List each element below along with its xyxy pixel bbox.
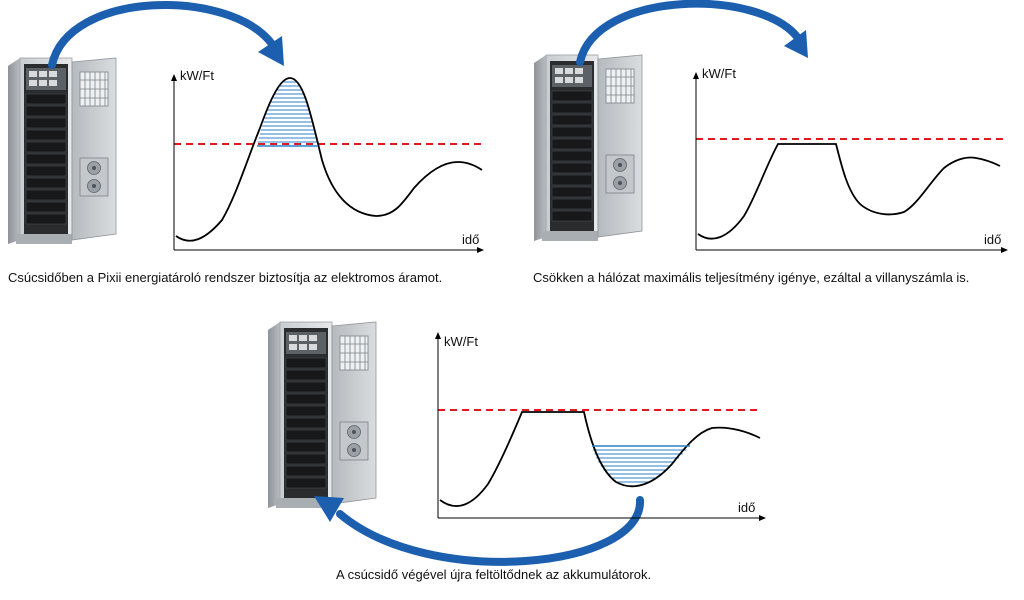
panel-1: kW/Ft idő xyxy=(7,1,485,253)
y-axis-label: kW/Ft xyxy=(180,68,214,83)
x-axis-label: idő xyxy=(738,500,755,515)
chart-2: kW/Ft idő xyxy=(693,66,1008,253)
x-axis-arrow xyxy=(759,515,766,521)
battery-cabinet-icon xyxy=(7,57,117,245)
panel-2: kW/Ft idő xyxy=(533,0,1008,253)
y-axis-label: kW/Ft xyxy=(444,334,478,349)
chart-3: kW/Ft idő xyxy=(435,332,766,521)
x-axis-arrow xyxy=(477,247,484,253)
load-curve xyxy=(175,77,483,242)
load-curve xyxy=(439,411,761,507)
y-axis-arrow xyxy=(693,72,699,79)
y-axis-label: kW/Ft xyxy=(702,66,736,81)
curved-arrow-icon xyxy=(48,1,284,69)
y-axis-arrow xyxy=(171,74,177,81)
panel-3: kW/Ft idő xyxy=(267,321,766,566)
caption-panel-2: Csökken a hálózat maximális teljesítmény… xyxy=(533,270,970,285)
battery-cabinet-icon xyxy=(267,321,377,509)
chart-1: kW/Ft idő xyxy=(171,68,485,253)
caption-panel-1: Csúcsidőben a Pixii energiatároló rendsz… xyxy=(8,270,443,285)
caption-panel-3: A csúcsidő végével újra feltöltődnek az … xyxy=(336,567,652,582)
battery-cabinet-icon xyxy=(533,54,643,242)
x-axis-label: idő xyxy=(462,232,479,247)
stored-energy-area xyxy=(592,446,690,487)
stored-energy-area xyxy=(257,78,318,144)
load-curve xyxy=(697,143,1001,240)
curved-arrow-icon xyxy=(314,496,645,566)
x-axis-arrow xyxy=(1001,247,1008,253)
x-axis-label: idő xyxy=(984,232,1001,247)
y-axis-arrow xyxy=(435,332,441,339)
curved-arrow-icon xyxy=(576,0,808,66)
